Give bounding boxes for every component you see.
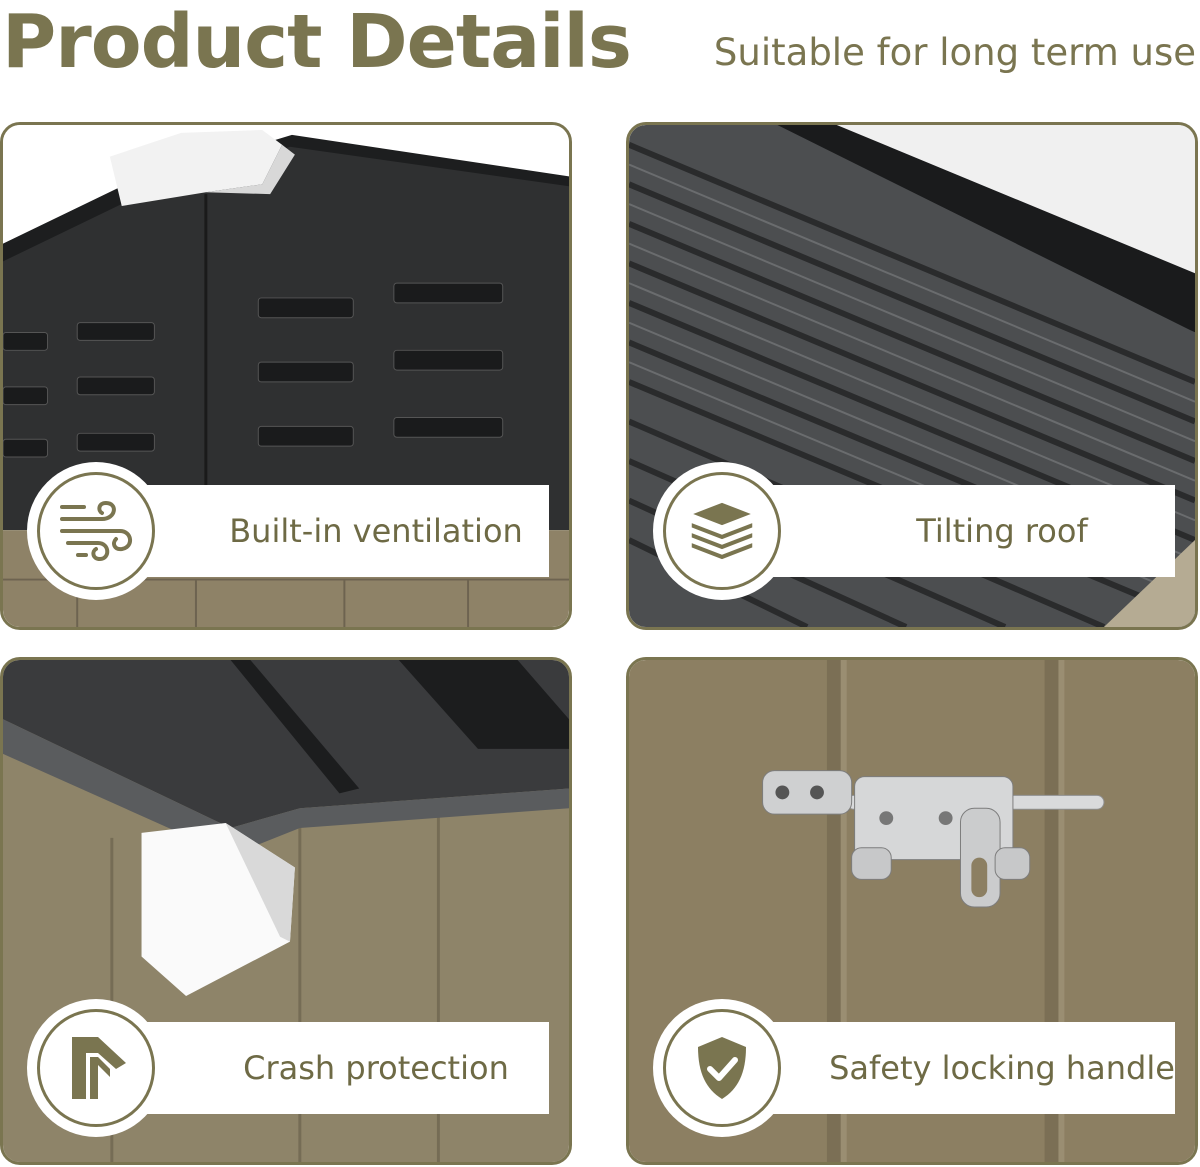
feature-panel-locking-handle: Safety locking handle bbox=[626, 657, 1198, 1165]
feature-label-bar: Tilting roof bbox=[739, 485, 1175, 577]
stacked-layers-icon bbox=[688, 501, 756, 561]
feature-label: Tilting roof bbox=[916, 512, 1088, 550]
page-subtitle: Suitable for long term use bbox=[713, 31, 1196, 74]
feature-panel-crash-protection: Crash protection bbox=[0, 657, 572, 1165]
feature-label-bar: Built-in ventilation bbox=[113, 485, 549, 577]
wind-icon bbox=[60, 501, 132, 561]
feature-label-bar: Safety locking handle bbox=[739, 1022, 1175, 1114]
page-title: Product Details bbox=[2, 0, 632, 85]
feature-label: Crash protection bbox=[243, 1049, 509, 1087]
feature-badge bbox=[27, 462, 165, 600]
feature-label: Built-in ventilation bbox=[229, 512, 523, 550]
roof-corner-icon bbox=[72, 1037, 126, 1099]
feature-label: Safety locking handle bbox=[829, 1049, 1175, 1087]
feature-panel-ventilation: Built-in ventilation bbox=[0, 122, 572, 630]
feature-label-bar: Crash protection bbox=[113, 1022, 549, 1114]
feature-badge bbox=[27, 999, 165, 1137]
feature-panel-tilting-roof: Tilting roof bbox=[626, 122, 1198, 630]
shield-check-icon bbox=[698, 1037, 746, 1099]
ventilation-photo bbox=[3, 125, 569, 627]
feature-badge bbox=[653, 462, 791, 600]
feature-badge bbox=[653, 999, 791, 1137]
